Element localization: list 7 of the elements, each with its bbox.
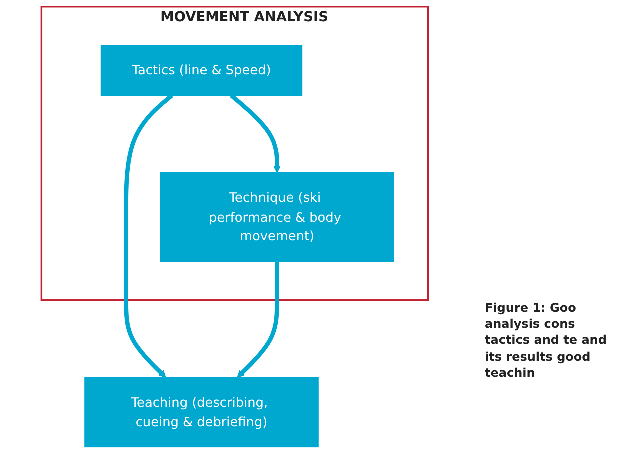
figure-caption: Figure 1: Goo analysis cons tactics and te and its results good teachin	[485, 300, 608, 381]
node-box: Teaching (describing, cueing & debriefing)	[84, 377, 319, 448]
node-box: Tactics (line & Speed)	[100, 45, 303, 96]
arrow	[237, 262, 280, 378]
arrow	[124, 94, 174, 378]
arrow	[230, 94, 282, 174]
node-box: Technique (ski performance & body movement)	[160, 172, 394, 262]
